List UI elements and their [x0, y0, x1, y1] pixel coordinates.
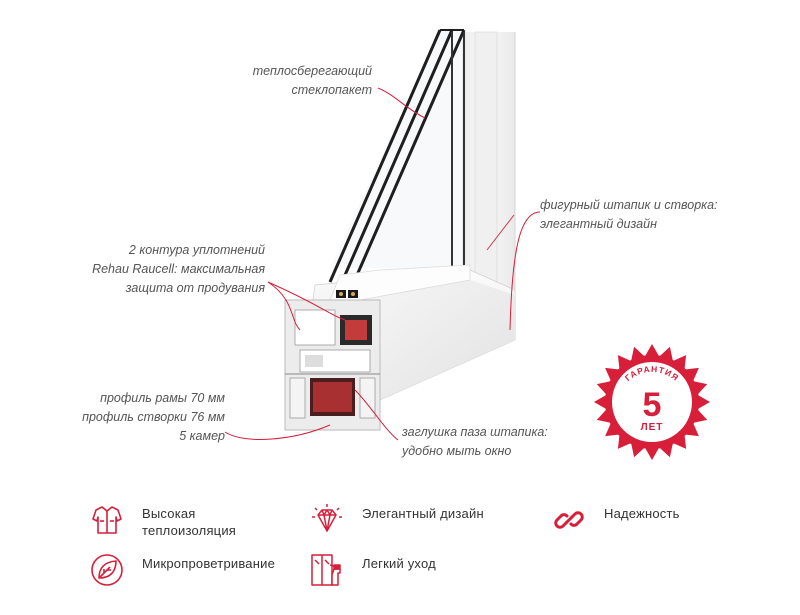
callout-line: 5 камер — [179, 429, 225, 443]
badge-unit: ЛЕТ — [641, 422, 664, 433]
feature-label: Надежность — [604, 503, 680, 522]
callout-line: Rehau Raucell: максимальная — [92, 262, 265, 276]
callout-glazing-bead: фигурный штапик и створка: элегантный ди… — [540, 196, 760, 234]
feature-elegant-design: Элегантный дизайн — [310, 503, 484, 537]
feature-label-line: Надежность — [604, 506, 680, 521]
callout-line: заглушка паза штапика: — [402, 425, 548, 439]
chain-link-icon — [554, 511, 584, 529]
window-cleaning-icon — [311, 554, 341, 586]
jacket-icon — [92, 506, 122, 534]
callout-bead-plug: заглушка паза штапика: удобно мыть окно — [402, 423, 622, 461]
vertical-frame — [454, 31, 516, 330]
glass-unit — [328, 29, 466, 283]
callout-line: профиль рамы 70 мм — [100, 391, 225, 405]
feature-reliability: Надежность — [552, 503, 680, 537]
callout-line: теплосберегающий — [252, 64, 372, 78]
feature-label-line: Элегантный дизайн — [362, 506, 484, 521]
callout-line: удобно мыть окно — [402, 444, 512, 458]
feature-label-line: Высокая — [142, 506, 196, 521]
feature-label-line: теплоизоляция — [142, 523, 237, 538]
callout-line: защита от продувания — [125, 281, 265, 295]
callout-seals: 2 контура уплотнений Rehau Raucell: макс… — [40, 241, 265, 298]
callout-line: элегантный дизайн — [540, 217, 657, 231]
callout-line: стеклопакет — [291, 83, 372, 97]
feature-label-line: Легкий уход — [362, 556, 436, 571]
diamond-icon — [312, 504, 342, 532]
callout-glass-unit: теплосберегающий стеклопакет — [200, 62, 372, 100]
feature-label: Микропроветривание — [142, 553, 275, 572]
feature-micro-ventilation: Микропроветривание — [90, 553, 275, 587]
profile-cross-section — [284, 299, 381, 431]
feature-label: Высокая теплоизоляция — [142, 503, 236, 539]
badge-number: 5 — [643, 386, 662, 424]
callout-profile: профиль рамы 70 мм профиль створки 76 мм… — [40, 389, 225, 446]
feature-label: Легкий уход — [362, 553, 436, 572]
callout-line: профиль створки 76 мм — [82, 410, 225, 424]
warranty-badge: ГАРАНТИЯ 5 ЛЕТ — [594, 344, 710, 460]
feature-label-line: Микропроветривание — [142, 556, 276, 571]
feature-label: Элегантный дизайн — [362, 503, 484, 522]
window-profile-illustration — [224, 29, 541, 441]
feature-easy-care: Легкий уход — [310, 553, 436, 587]
callout-line: фигурный штапик и створка: — [540, 198, 718, 212]
callout-leader-lines — [224, 87, 541, 441]
feature-heat-insulation: Высокая теплоизоляция — [90, 503, 236, 539]
leaf-icon — [91, 554, 123, 586]
callout-line: 2 контура уплотнений — [128, 243, 265, 257]
